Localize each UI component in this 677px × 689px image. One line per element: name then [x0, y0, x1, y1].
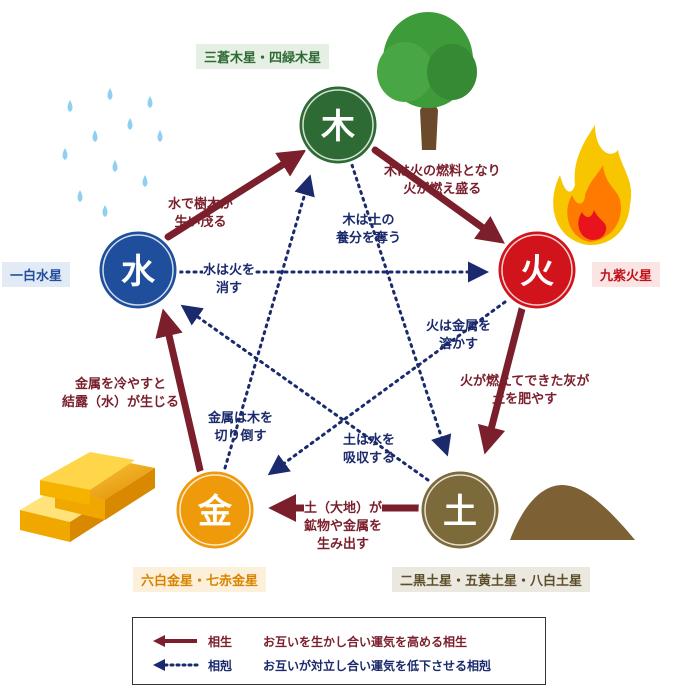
earth-stars-tag: 二黒土星・五黄土星・八白土星: [392, 567, 591, 592]
element-water-char: 水: [121, 252, 156, 292]
label-water-fire: 水は火を 消す: [203, 262, 256, 298]
solid-arrow-icon: [153, 635, 197, 647]
element-earth-char: 土: [443, 492, 477, 532]
element-earth-circle: 土: [418, 468, 502, 552]
legend: 相生 お互いを生かし合い運気を高める相生 相剋 お互いが対立し合い運気を低下させ…: [132, 617, 546, 685]
element-wood-char: 木: [320, 107, 355, 147]
gold-bars-icon: [20, 452, 155, 542]
label-metal-wood: 金属は木を 切り倒す: [208, 410, 273, 446]
tree-icon: [377, 12, 477, 150]
label-water-fire-line1: 水は火を: [203, 263, 256, 278]
label-wood-earth: 木は土の 養分を奪う: [336, 212, 401, 248]
flame-icon: [553, 125, 632, 246]
element-metal-char: 金: [197, 492, 233, 532]
legend-generating: 相生 お互いを生かし合い運気を高める相生: [133, 631, 545, 651]
label-earth-water: 土は水を 吸収する: [343, 432, 395, 468]
arrow-wood-to-fire: [371, 146, 505, 244]
rain-drops-icon: [62, 88, 163, 217]
arrow-water-to-wood: [164, 149, 307, 241]
label-metal-water: 金属を冷やすと 結露（水）が生じる: [62, 376, 179, 412]
element-water-circle: 水: [96, 228, 180, 312]
soil-mound-icon: [510, 485, 635, 540]
label-earth-water-line2: 吸収する: [343, 451, 396, 466]
metal-stars-tag: 六白金星・七赤金星: [133, 567, 267, 592]
legend-generating-desc: お互いを生かし合い運気を高める相生: [263, 635, 468, 649]
label-fire-earth-line2: 土を肥やす: [492, 392, 558, 407]
label-earth-metal: 土（大地）が 鉱物や金属を 生み出す: [304, 500, 383, 554]
arrow-metal-to-water: [155, 308, 204, 474]
label-fire-metal: 火は金属を 溶かす: [426, 318, 491, 354]
label-earth-water-line1: 土は水を: [343, 433, 396, 448]
label-earth-metal-line3: 生み出す: [317, 537, 370, 552]
legend-generating-name: 相生: [208, 635, 233, 649]
element-metal-circle: 金: [173, 468, 257, 552]
arrow-wood-to-earth: [350, 163, 452, 457]
label-wood-earth-line1: 木は土の: [342, 213, 395, 228]
label-metal-wood-line1: 金属は木を: [208, 411, 274, 426]
element-wood-circle: 木: [296, 83, 380, 167]
legend-overcoming-desc: お互いが対立し合い運気を低下させる相剋: [263, 659, 492, 673]
label-metal-water-line1: 金属を冷やすと: [75, 377, 167, 392]
label-water-wood-line1: 水で樹木が: [168, 197, 234, 212]
arrow-earth-to-water: [180, 304, 430, 482]
label-water-wood-line2: 生い茂る: [174, 215, 227, 230]
fire-stars-tag: 九紫火星: [592, 262, 661, 287]
dotted-arrow-icon: [153, 659, 199, 671]
label-fire-metal-line1: 火は金属を: [426, 319, 492, 334]
label-fire-metal-line2: 溶かす: [439, 337, 479, 352]
label-earth-metal-line2: 鉱物や金属を: [304, 519, 383, 534]
label-fire-earth-line1: 火が燃えてできた灰が: [460, 374, 590, 389]
label-wood-fire: 木は火の燃料となり 火が燃え盛る: [384, 163, 501, 199]
legend-overcoming-name: 相剋: [208, 659, 233, 673]
label-wood-fire-line1: 木は火の燃料となり: [384, 164, 501, 179]
label-water-fire-line2: 消す: [216, 281, 243, 296]
label-earth-metal-line1: 土（大地）が: [304, 501, 383, 516]
arrow-fire-to-metal: [267, 300, 507, 476]
label-water-wood: 水で樹木が 生い茂る: [168, 196, 233, 232]
legend-overcoming: 相剋 お互いが対立し合い運気を低下させる相剋: [133, 655, 545, 675]
label-metal-wood-line2: 切り倒す: [214, 429, 267, 444]
generating-arrows: [155, 146, 527, 522]
label-metal-water-line2: 結露（水）が生じる: [62, 395, 180, 410]
label-fire-earth: 火が燃えてできた灰が 土を肥やす: [460, 373, 589, 409]
water-stars-tag: 一白水星: [2, 262, 71, 287]
arrow-fire-to-earth: [477, 301, 527, 455]
arrow-metal-to-wood: [223, 174, 315, 470]
element-fire-char: 火: [520, 252, 554, 292]
wood-stars-tag: 三蒼木星・四緑木星: [196, 44, 330, 69]
label-wood-fire-line2: 火が燃え盛る: [403, 182, 482, 197]
label-wood-earth-line2: 養分を奪う: [336, 231, 402, 246]
element-fire-circle: 火: [495, 228, 579, 312]
